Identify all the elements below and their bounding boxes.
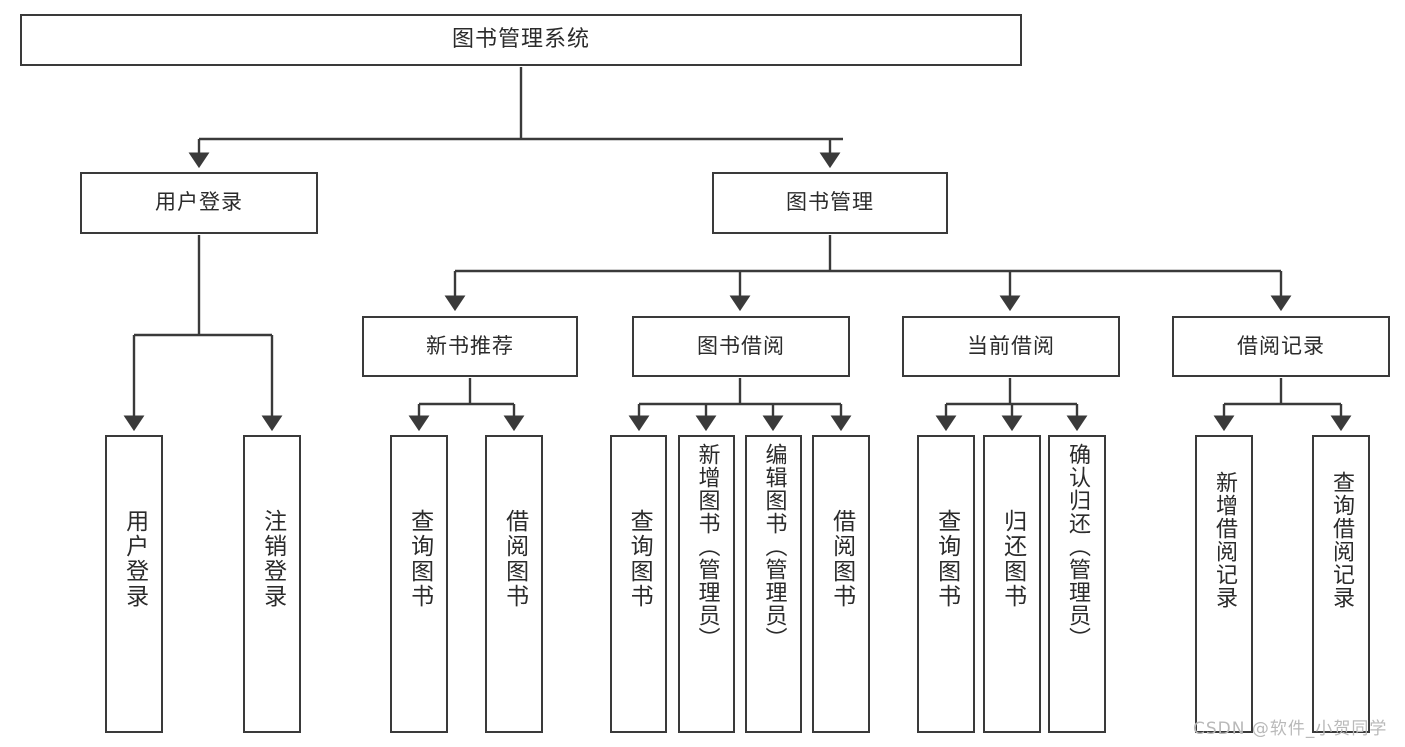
node-leaf-borrow-book-2[interactable]: 借阅图书: [812, 435, 870, 733]
node-label: 注销登录: [259, 509, 286, 609]
node-label: 借阅图书: [828, 509, 855, 609]
node-leaf-query-book-3[interactable]: 查询图书: [917, 435, 975, 733]
node-label: 新增借阅记录: [1211, 471, 1237, 609]
node-new-book-recommend[interactable]: 新书推荐: [362, 316, 578, 377]
node-leaf-user-login[interactable]: 用户登录: [105, 435, 163, 733]
node-label: 确认归还（管理员）: [1064, 443, 1090, 650]
node-book-borrow[interactable]: 图书借阅: [632, 316, 850, 377]
node-label: 新书推荐: [426, 333, 514, 358]
node-label: 借阅图书: [501, 509, 528, 609]
node-label: 图书借阅: [697, 333, 785, 358]
node-label: 新增图书（管理员）: [694, 443, 720, 650]
node-label: 用户登录: [121, 509, 148, 609]
node-root-system[interactable]: 图书管理系统: [20, 14, 1022, 66]
node-book-management[interactable]: 图书管理: [712, 172, 948, 234]
node-leaf-add-borrow-record[interactable]: 新增借阅记录: [1195, 435, 1253, 733]
node-label: 归还图书: [999, 509, 1026, 609]
node-leaf-query-book-2[interactable]: 查询图书: [610, 435, 667, 733]
node-label: 编辑图书（管理员）: [761, 443, 787, 650]
node-label: 查询图书: [626, 509, 653, 609]
node-label: 借阅记录: [1237, 333, 1325, 358]
node-label: 当前借阅: [967, 333, 1055, 358]
node-leaf-query-book-1[interactable]: 查询图书: [390, 435, 448, 733]
node-label: 查询借阅记录: [1328, 471, 1354, 609]
node-label: 图书管理: [786, 190, 874, 215]
node-leaf-edit-book[interactable]: 编辑图书（管理员）: [745, 435, 802, 733]
node-leaf-borrow-book-1[interactable]: 借阅图书: [485, 435, 543, 733]
node-leaf-return-book[interactable]: 归还图书: [983, 435, 1041, 733]
watermark-csdn: CSDN @软件_小贺同学: [1193, 719, 1388, 739]
node-label: 图书管理系统: [451, 26, 590, 52]
node-leaf-query-borrow-record[interactable]: 查询借阅记录: [1312, 435, 1370, 733]
node-label: 查询图书: [933, 509, 960, 609]
node-current-borrow[interactable]: 当前借阅: [902, 316, 1120, 377]
node-leaf-user-logout[interactable]: 注销登录: [243, 435, 301, 733]
node-borrow-record[interactable]: 借阅记录: [1172, 316, 1390, 377]
node-leaf-add-book[interactable]: 新增图书（管理员）: [678, 435, 735, 733]
node-leaf-confirm-return[interactable]: 确认归还（管理员）: [1048, 435, 1106, 733]
node-user-login[interactable]: 用户登录: [80, 172, 318, 234]
node-label: 用户登录: [155, 190, 243, 215]
node-label: 查询图书: [406, 509, 433, 609]
